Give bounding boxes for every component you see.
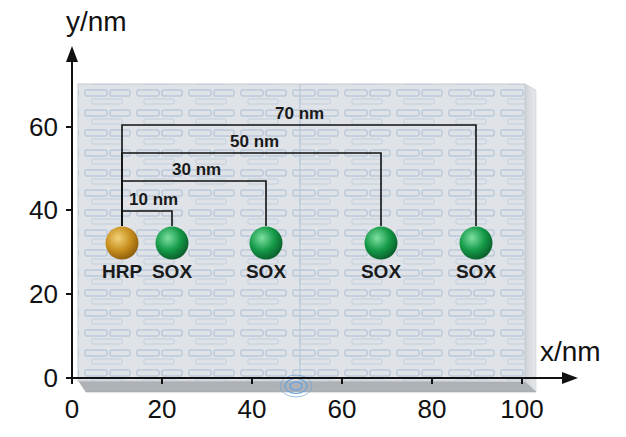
sphere-shape — [364, 226, 398, 260]
enzyme-label: SOX — [152, 262, 192, 283]
tick-label: 80 — [418, 396, 447, 422]
tick-label: 20 — [29, 281, 58, 307]
tick-label: 60 — [328, 396, 357, 422]
distance-label: 30 nm — [170, 161, 223, 178]
distance-label: 10 nm — [127, 191, 180, 208]
distance-label: 70 nm — [273, 105, 326, 122]
distance-bracket — [122, 153, 381, 226]
tick-label: 100 — [500, 396, 543, 422]
sphere-shape — [459, 226, 493, 260]
sox-sphere: SOX — [246, 226, 286, 283]
sox-sphere: SOX — [456, 226, 496, 283]
enzyme-label: SOX — [246, 262, 286, 283]
tick-label: 20 — [148, 396, 177, 422]
sphere-shape — [155, 226, 189, 260]
tick-label: 40 — [238, 396, 267, 422]
sox-sphere: SOX — [152, 226, 192, 283]
distance-bracket — [122, 125, 476, 226]
sphere-shape — [105, 226, 139, 260]
enzyme-label: SOX — [456, 262, 496, 283]
axis-title: y/nm — [66, 8, 127, 36]
distance-label: 50 nm — [228, 133, 281, 150]
distance-bracket — [122, 211, 172, 226]
tick-label: 0 — [65, 396, 79, 422]
tick-label: 40 — [29, 197, 58, 223]
axis-title: x/nm — [540, 338, 601, 366]
hrp-sphere: HRP — [102, 226, 142, 283]
sphere-shape — [249, 226, 283, 260]
tick-label: 60 — [29, 114, 58, 140]
sox-sphere: SOX — [361, 226, 401, 283]
enzyme-label: HRP — [102, 262, 142, 283]
distance-bracket — [122, 181, 266, 226]
enzyme-label: SOX — [361, 262, 401, 283]
tick-label: 0 — [44, 365, 58, 391]
